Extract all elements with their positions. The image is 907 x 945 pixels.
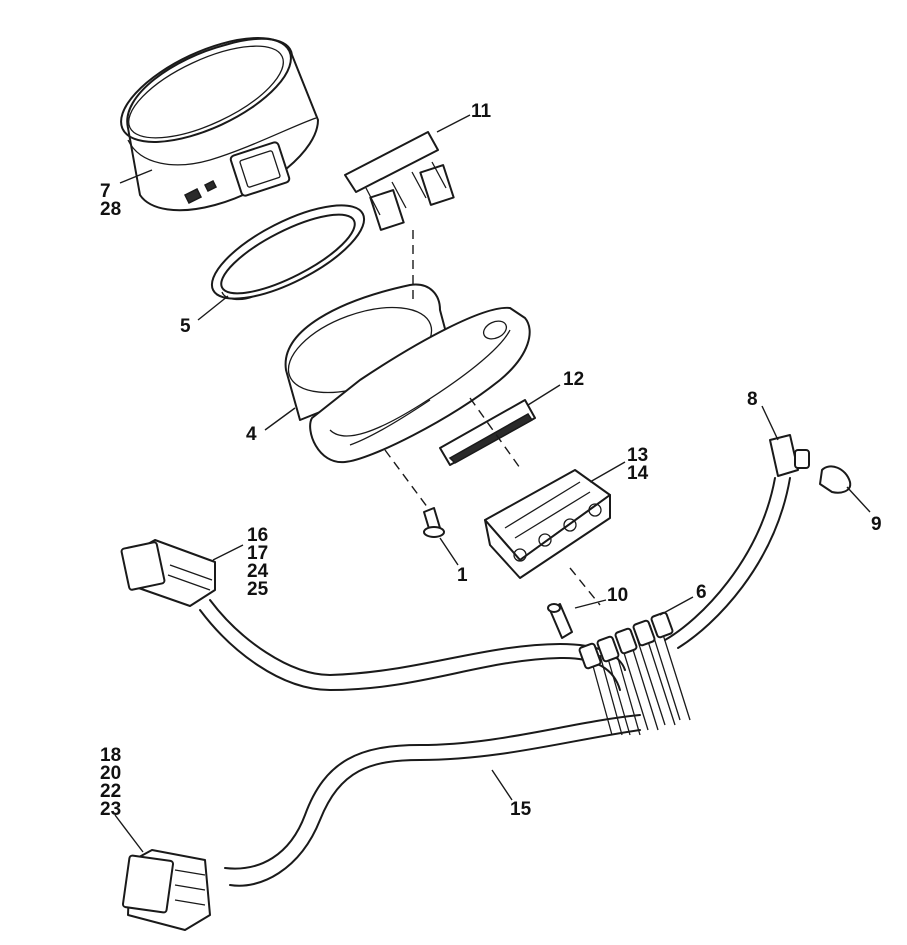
screw xyxy=(423,507,445,538)
callout-label: 13 xyxy=(627,445,649,466)
callout-label: 17 xyxy=(247,543,269,564)
callout-label: 7 xyxy=(100,181,111,202)
connector-upper xyxy=(120,539,216,607)
callout-16-25: 16 17 24 25 xyxy=(247,525,269,600)
callout-label: 20 xyxy=(100,763,122,784)
callout-13-14: 13 14 xyxy=(627,445,649,484)
callout-label: 23 xyxy=(100,799,122,820)
callout-label: 14 xyxy=(627,463,649,484)
mounting-bracket xyxy=(284,283,531,464)
callout-11: 11 xyxy=(471,101,492,122)
connector-lower xyxy=(121,849,211,931)
callout-18-23: 18 20 22 23 xyxy=(100,745,122,820)
callout-10: 10 xyxy=(607,585,629,606)
connector-plug xyxy=(344,131,455,231)
callout-9: 9 xyxy=(871,514,882,535)
callout-1: 1 xyxy=(457,565,468,586)
callout-label: 16 xyxy=(247,525,269,546)
callout-7-28: 7 28 xyxy=(100,181,122,220)
callout-8: 8 xyxy=(747,389,758,410)
callout-12: 12 xyxy=(563,369,585,390)
indicator-lens xyxy=(439,399,536,466)
leader-lines xyxy=(114,114,871,853)
wiring-harness xyxy=(199,477,791,887)
switch-and-cap xyxy=(769,434,852,494)
callout-label: 18 xyxy=(100,745,122,766)
assembly-lines xyxy=(384,230,601,606)
callout-15: 15 xyxy=(510,799,532,820)
bulb xyxy=(547,603,573,639)
callout-6: 6 xyxy=(696,582,707,603)
callout-label: 22 xyxy=(100,781,122,802)
callout-label: 25 xyxy=(247,579,269,600)
gasket-ring xyxy=(210,204,366,301)
indicator-housing xyxy=(484,469,611,579)
callout-label: 28 xyxy=(100,199,122,220)
callout-label: 24 xyxy=(247,561,269,582)
callout-4: 4 xyxy=(246,424,257,445)
gauge-housing xyxy=(120,37,319,212)
callout-5: 5 xyxy=(180,316,191,337)
